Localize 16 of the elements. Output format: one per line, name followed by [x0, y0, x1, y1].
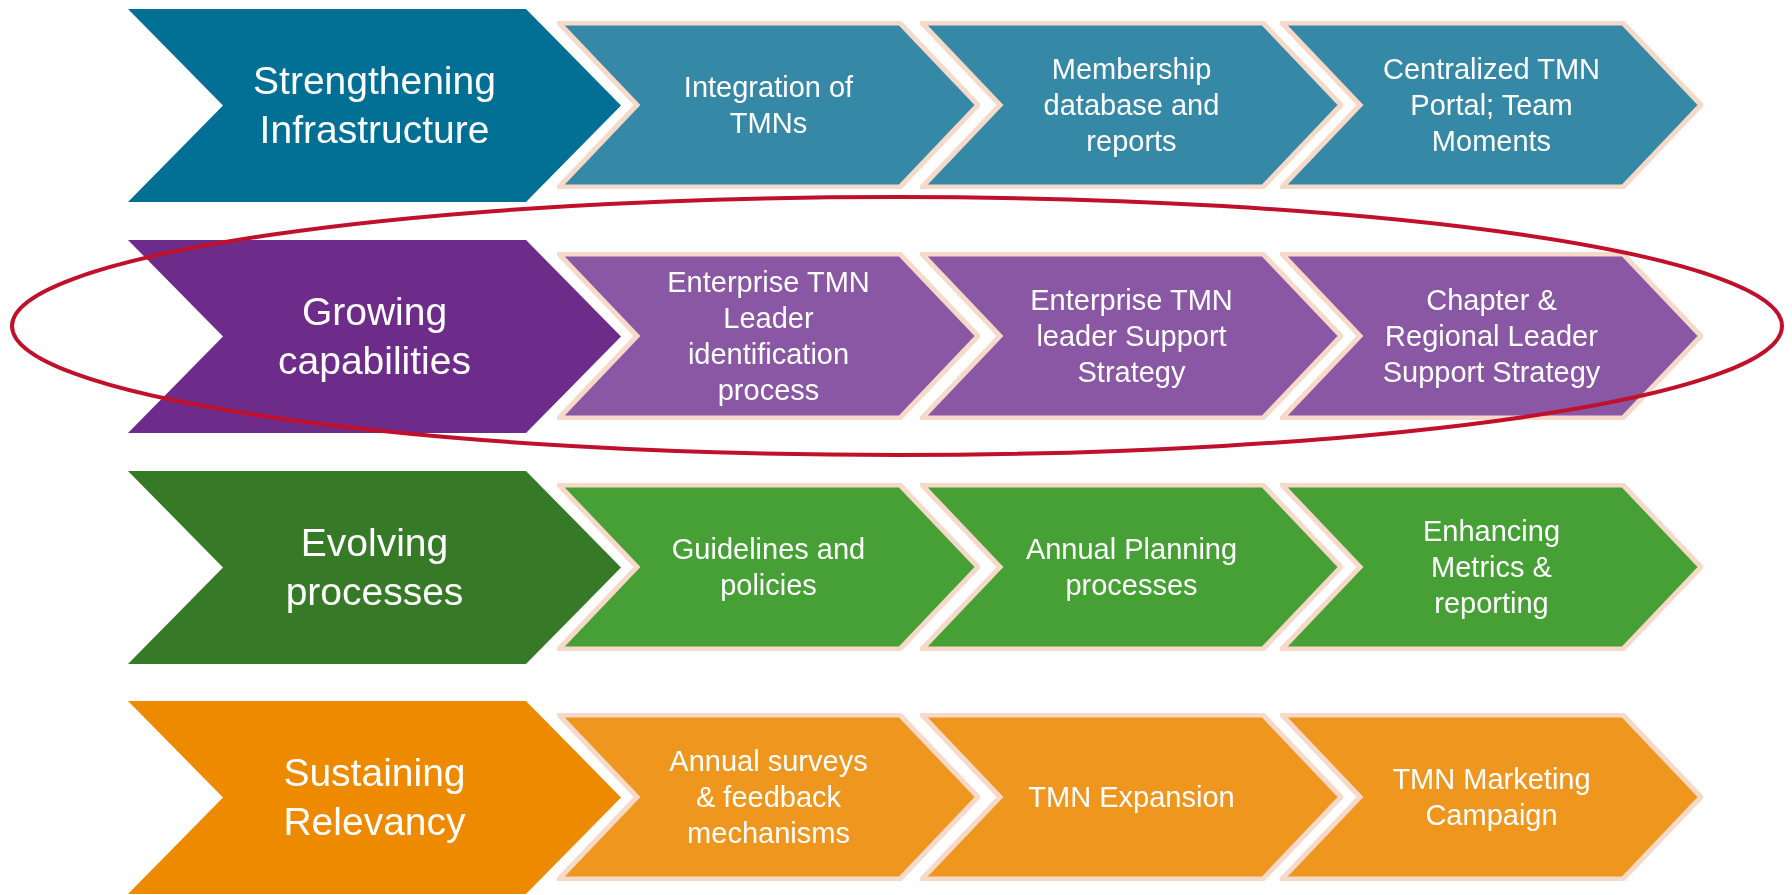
process-step: Membership database and reports: [920, 21, 1343, 189]
process-step: Enterprise TMN leader Support Strategy: [920, 252, 1343, 420]
process-step: Integration of TMNs: [557, 21, 980, 189]
process-step: Annual Planning processes: [920, 483, 1343, 651]
phase-heading-step: Sustaining Relevancy: [126, 699, 623, 895]
process-step: Guidelines and policies: [557, 483, 980, 651]
phase-heading-step: Growing capabilities: [126, 238, 623, 435]
process-step: Chapter & Regional Leader Support Strategy: [1280, 252, 1703, 420]
process-step: TMN Marketing Campaign: [1280, 713, 1703, 881]
process-step: Centralized TMN Portal; Team Moments: [1280, 21, 1703, 189]
phase-heading-step: Evolving processes: [126, 469, 623, 666]
process-step: TMN Expansion: [920, 713, 1343, 881]
phase-heading-step: Strengthening Infrastructure: [126, 7, 623, 204]
process-step: Enterprise TMN Leader identification process: [557, 252, 980, 420]
process-step: Enhancing Metrics & reporting: [1280, 483, 1703, 651]
process-step: Annual surveys & feedback mechanisms: [557, 713, 980, 881]
